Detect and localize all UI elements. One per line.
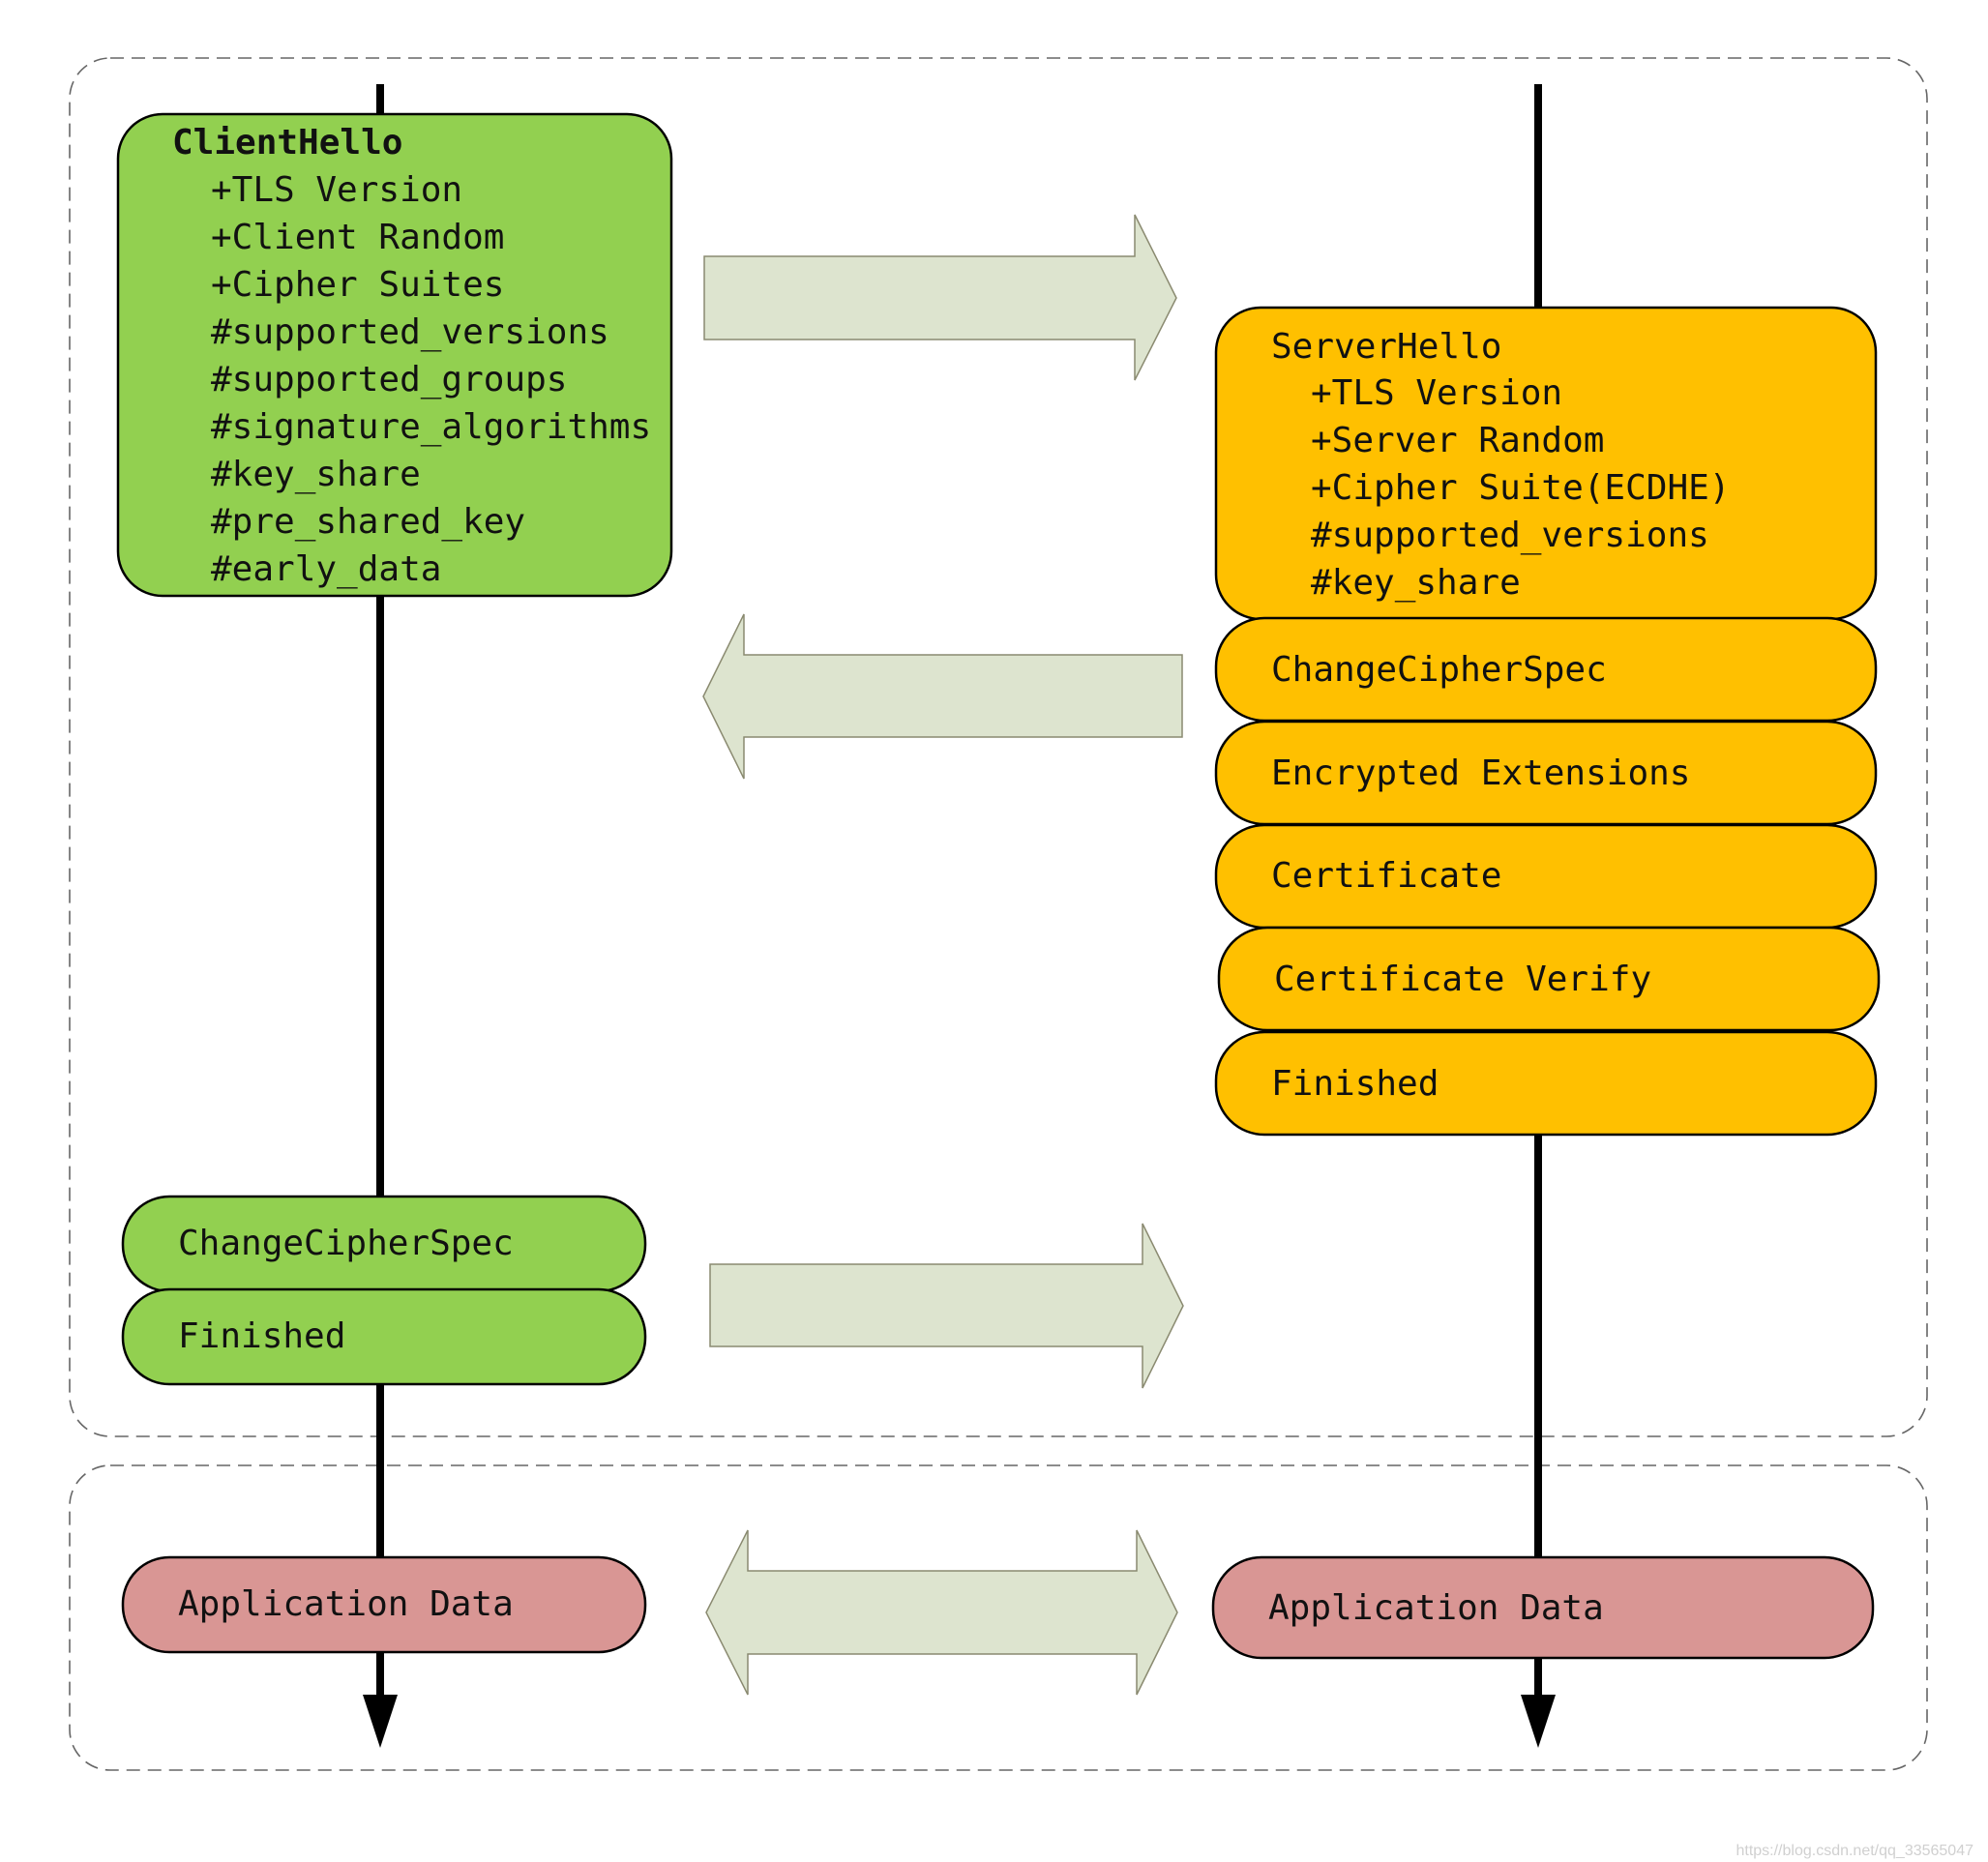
field-line: #key_share: [1311, 563, 1521, 603]
server-application-data-label: Application Data: [1268, 1588, 1604, 1628]
field-line: +Client Random: [211, 218, 504, 257]
field-line: #pre_shared_key: [211, 502, 525, 542]
field-line: #supported_versions: [1311, 516, 1709, 555]
server-change-cipher-spec-label: ChangeCipherSpec: [1271, 650, 1607, 690]
field-line: #supported_versions: [211, 312, 609, 352]
server-change-cipher-spec-box: ChangeCipherSpec: [1214, 616, 1878, 723]
field-line: +Server Random: [1311, 421, 1604, 460]
server-timeline-arrowhead: [1521, 1695, 1556, 1748]
client-finished-arrow: [709, 1223, 1184, 1389]
client-finished-label: Finished: [178, 1316, 345, 1356]
client-change-cipher-spec-label: ChangeCipherSpec: [178, 1224, 514, 1263]
field-line: #supported_groups: [211, 360, 567, 399]
field-line: #signature_algorithms: [211, 407, 651, 447]
certificate-verify-label: Certificate Verify: [1274, 960, 1651, 999]
encrypted-extensions-box: Encrypted Extensions: [1214, 720, 1878, 826]
client-change-cipher-spec-box: ChangeCipherSpec: [121, 1195, 647, 1293]
server-hello-title: ServerHello: [1271, 327, 1501, 367]
client-timeline-arrowhead: [363, 1695, 398, 1748]
server-finished-label: Finished: [1271, 1064, 1439, 1104]
client-hello-arrow: [703, 214, 1177, 381]
server-hello-arrow: [702, 613, 1183, 780]
certificate-label: Certificate: [1271, 856, 1501, 896]
watermark: https://blog.csdn.net/qq_33565047: [1736, 1843, 1973, 1859]
field-line: +Cipher Suites: [211, 265, 504, 305]
client-application-data-label: Application Data: [178, 1584, 514, 1624]
client-hello-fields: +TLS Version +Client Random +Cipher Suites…: [211, 170, 651, 589]
field-line: #early_data: [211, 549, 441, 589]
client-hello-box: ClientHello +TLS Version +Client Random +C…: [116, 112, 673, 598]
server-application-data-box: Application Data: [1211, 1555, 1875, 1660]
server-finished-box: Finished: [1214, 1030, 1878, 1137]
client-application-data-box: Application Data: [121, 1555, 647, 1654]
certificate-box: Certificate: [1214, 823, 1878, 930]
field-line: +TLS Version: [211, 170, 462, 210]
client-finished-box: Finished: [121, 1287, 647, 1386]
server-hello-fields: +TLS Version +Server Random +Cipher Suite(…: [1311, 373, 1730, 603]
handshake-phase-frame: [69, 57, 1928, 1437]
certificate-verify-box: Certificate Verify: [1217, 926, 1881, 1032]
encrypted-extensions-label: Encrypted Extensions: [1271, 754, 1690, 793]
application-data-double-arrow: [705, 1529, 1178, 1696]
field-line: #key_share: [211, 455, 421, 494]
field-line: +Cipher Suite(ECDHE): [1311, 468, 1730, 508]
client-hello-title: ClientHello: [172, 123, 402, 163]
server-hello-box: ServerHello +TLS Version +Server Random +C…: [1214, 306, 1878, 621]
field-line: +TLS Version: [1311, 373, 1562, 413]
